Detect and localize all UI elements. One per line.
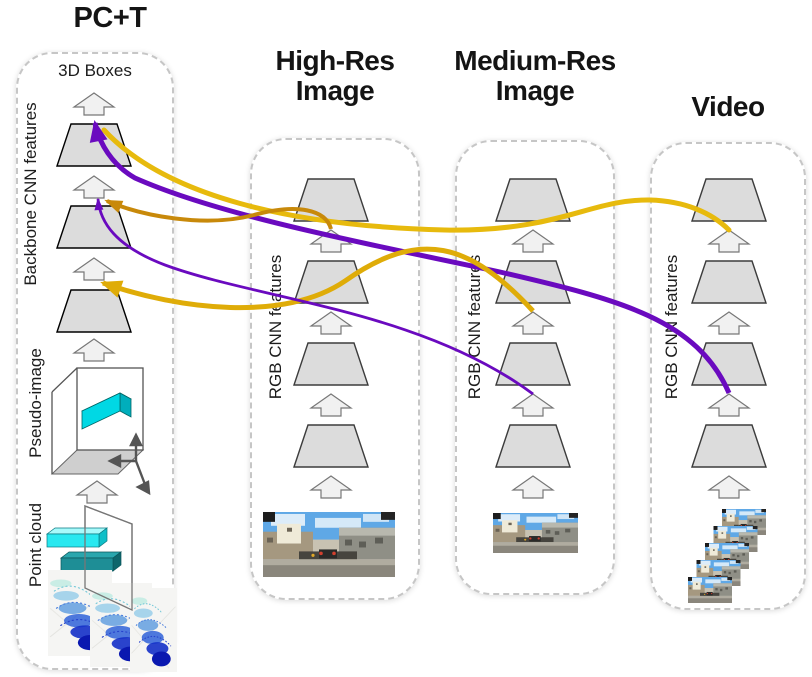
medres-ladder	[493, 178, 578, 553]
connection-medres2-to-pct2-gold	[100, 246, 535, 313]
up-arrow-icon	[512, 311, 554, 335]
up-arrow-icon	[512, 475, 554, 499]
cyan-voxel-box	[81, 392, 132, 430]
street-image-medres	[493, 513, 578, 553]
point-cloud-plane-outline	[84, 505, 133, 612]
street-image-highres	[263, 512, 395, 577]
highres-ladder	[263, 178, 395, 577]
axes-icon	[107, 432, 151, 496]
cnn-block-trapezoid	[691, 260, 767, 304]
pseudo-image-cube	[50, 367, 151, 496]
pillar-bar-teal	[59, 551, 123, 572]
up-arrow-icon	[310, 475, 352, 499]
point-cloud-section	[45, 505, 177, 672]
video-title: Video	[691, 91, 765, 122]
video-frame	[688, 577, 732, 603]
up-arrow-icon	[512, 393, 554, 417]
cnn-block-trapezoid	[56, 205, 132, 249]
connection-video1-to-pct-top-yellow	[101, 127, 732, 233]
cnn-block-trapezoid	[495, 342, 571, 386]
cnn-block-trapezoid	[293, 260, 369, 304]
cnn-block-trapezoid	[293, 178, 369, 222]
up-arrow-icon	[708, 393, 750, 417]
connection-medres3-to-pct1-purple	[94, 197, 534, 396]
up-arrow-icon	[708, 229, 750, 253]
connection-video3-to-pct-top-purple	[89, 120, 732, 395]
cnn-block-trapezoid	[56, 289, 132, 333]
up-arrow-icon	[310, 311, 352, 335]
up-arrow-icon	[310, 393, 352, 417]
cnn-block-trapezoid	[691, 424, 767, 468]
cnn-block-trapezoid	[293, 342, 369, 386]
up-arrow-icon	[708, 475, 750, 499]
up-arrow-icon	[512, 229, 554, 253]
up-arrow-icon	[73, 92, 115, 116]
up-arrow-icon	[76, 480, 118, 504]
cnn-block-trapezoid	[495, 178, 571, 222]
medres-title: Medium-Res Image	[454, 45, 616, 106]
up-arrow-icon	[708, 311, 750, 335]
cnn-block-trapezoid	[691, 342, 767, 386]
connection-highres1-to-pct1-darkgold	[104, 199, 333, 230]
3d-boxes-label: 3D Boxes	[58, 61, 132, 80]
up-arrow-icon	[73, 338, 115, 362]
up-arrow-icon	[73, 257, 115, 281]
up-arrow-icon	[73, 175, 115, 199]
pct-title: PC+T	[73, 2, 147, 34]
point-cloud-image	[130, 588, 177, 672]
pillar-bar-cyan	[45, 527, 109, 548]
video-frames-stack	[688, 509, 766, 603]
cnn-block-trapezoid	[495, 424, 571, 468]
highres-title: High-Res Image	[275, 45, 395, 106]
cnn-block-trapezoid	[293, 424, 369, 468]
